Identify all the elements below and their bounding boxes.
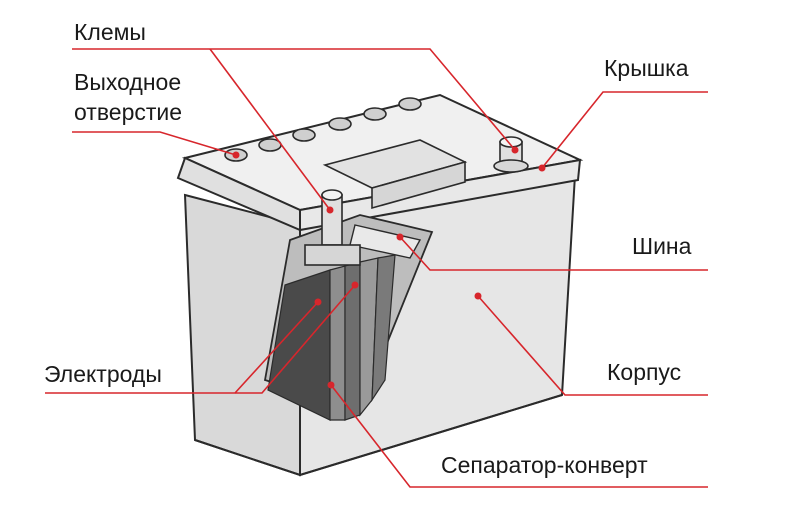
leader-vent [72, 131, 237, 156]
leader-lines [45, 48, 708, 488]
vent-cap-4 [328, 117, 352, 131]
leader-separator [330, 384, 708, 488]
case-base [194, 394, 563, 477]
terminal-left [304, 189, 361, 266]
label-electrodes: Электроды [44, 361, 162, 387]
label-busbar: Шина [632, 233, 692, 259]
vent-caps [224, 97, 422, 162]
label-lid: Крышка [604, 55, 689, 81]
leader-clamps-2 [209, 48, 331, 211]
label-case: Корпус [607, 359, 682, 385]
leader-lid [541, 91, 708, 169]
label-clamps: Клемы [74, 19, 146, 45]
plate-2 [329, 265, 346, 421]
label-vent-line1: Выходное [74, 69, 182, 95]
electrode-plates [267, 254, 396, 421]
leader-case [477, 295, 708, 396]
leader-busbar [399, 236, 708, 271]
leader-clamps-1 [72, 48, 516, 151]
vent-cap-3 [292, 128, 316, 142]
lid-block-front [371, 160, 466, 210]
label-separator: Сепаратор-конверт [441, 452, 648, 478]
vent-cap-6 [398, 97, 422, 111]
label-vent-line2: отверстие [74, 99, 183, 125]
vent-cap-5 [363, 107, 387, 121]
plate-5 [371, 254, 396, 403]
lid-skirt-front [299, 158, 582, 232]
leader-electrodes-2 [235, 284, 356, 394]
leader-dots [232, 146, 546, 389]
